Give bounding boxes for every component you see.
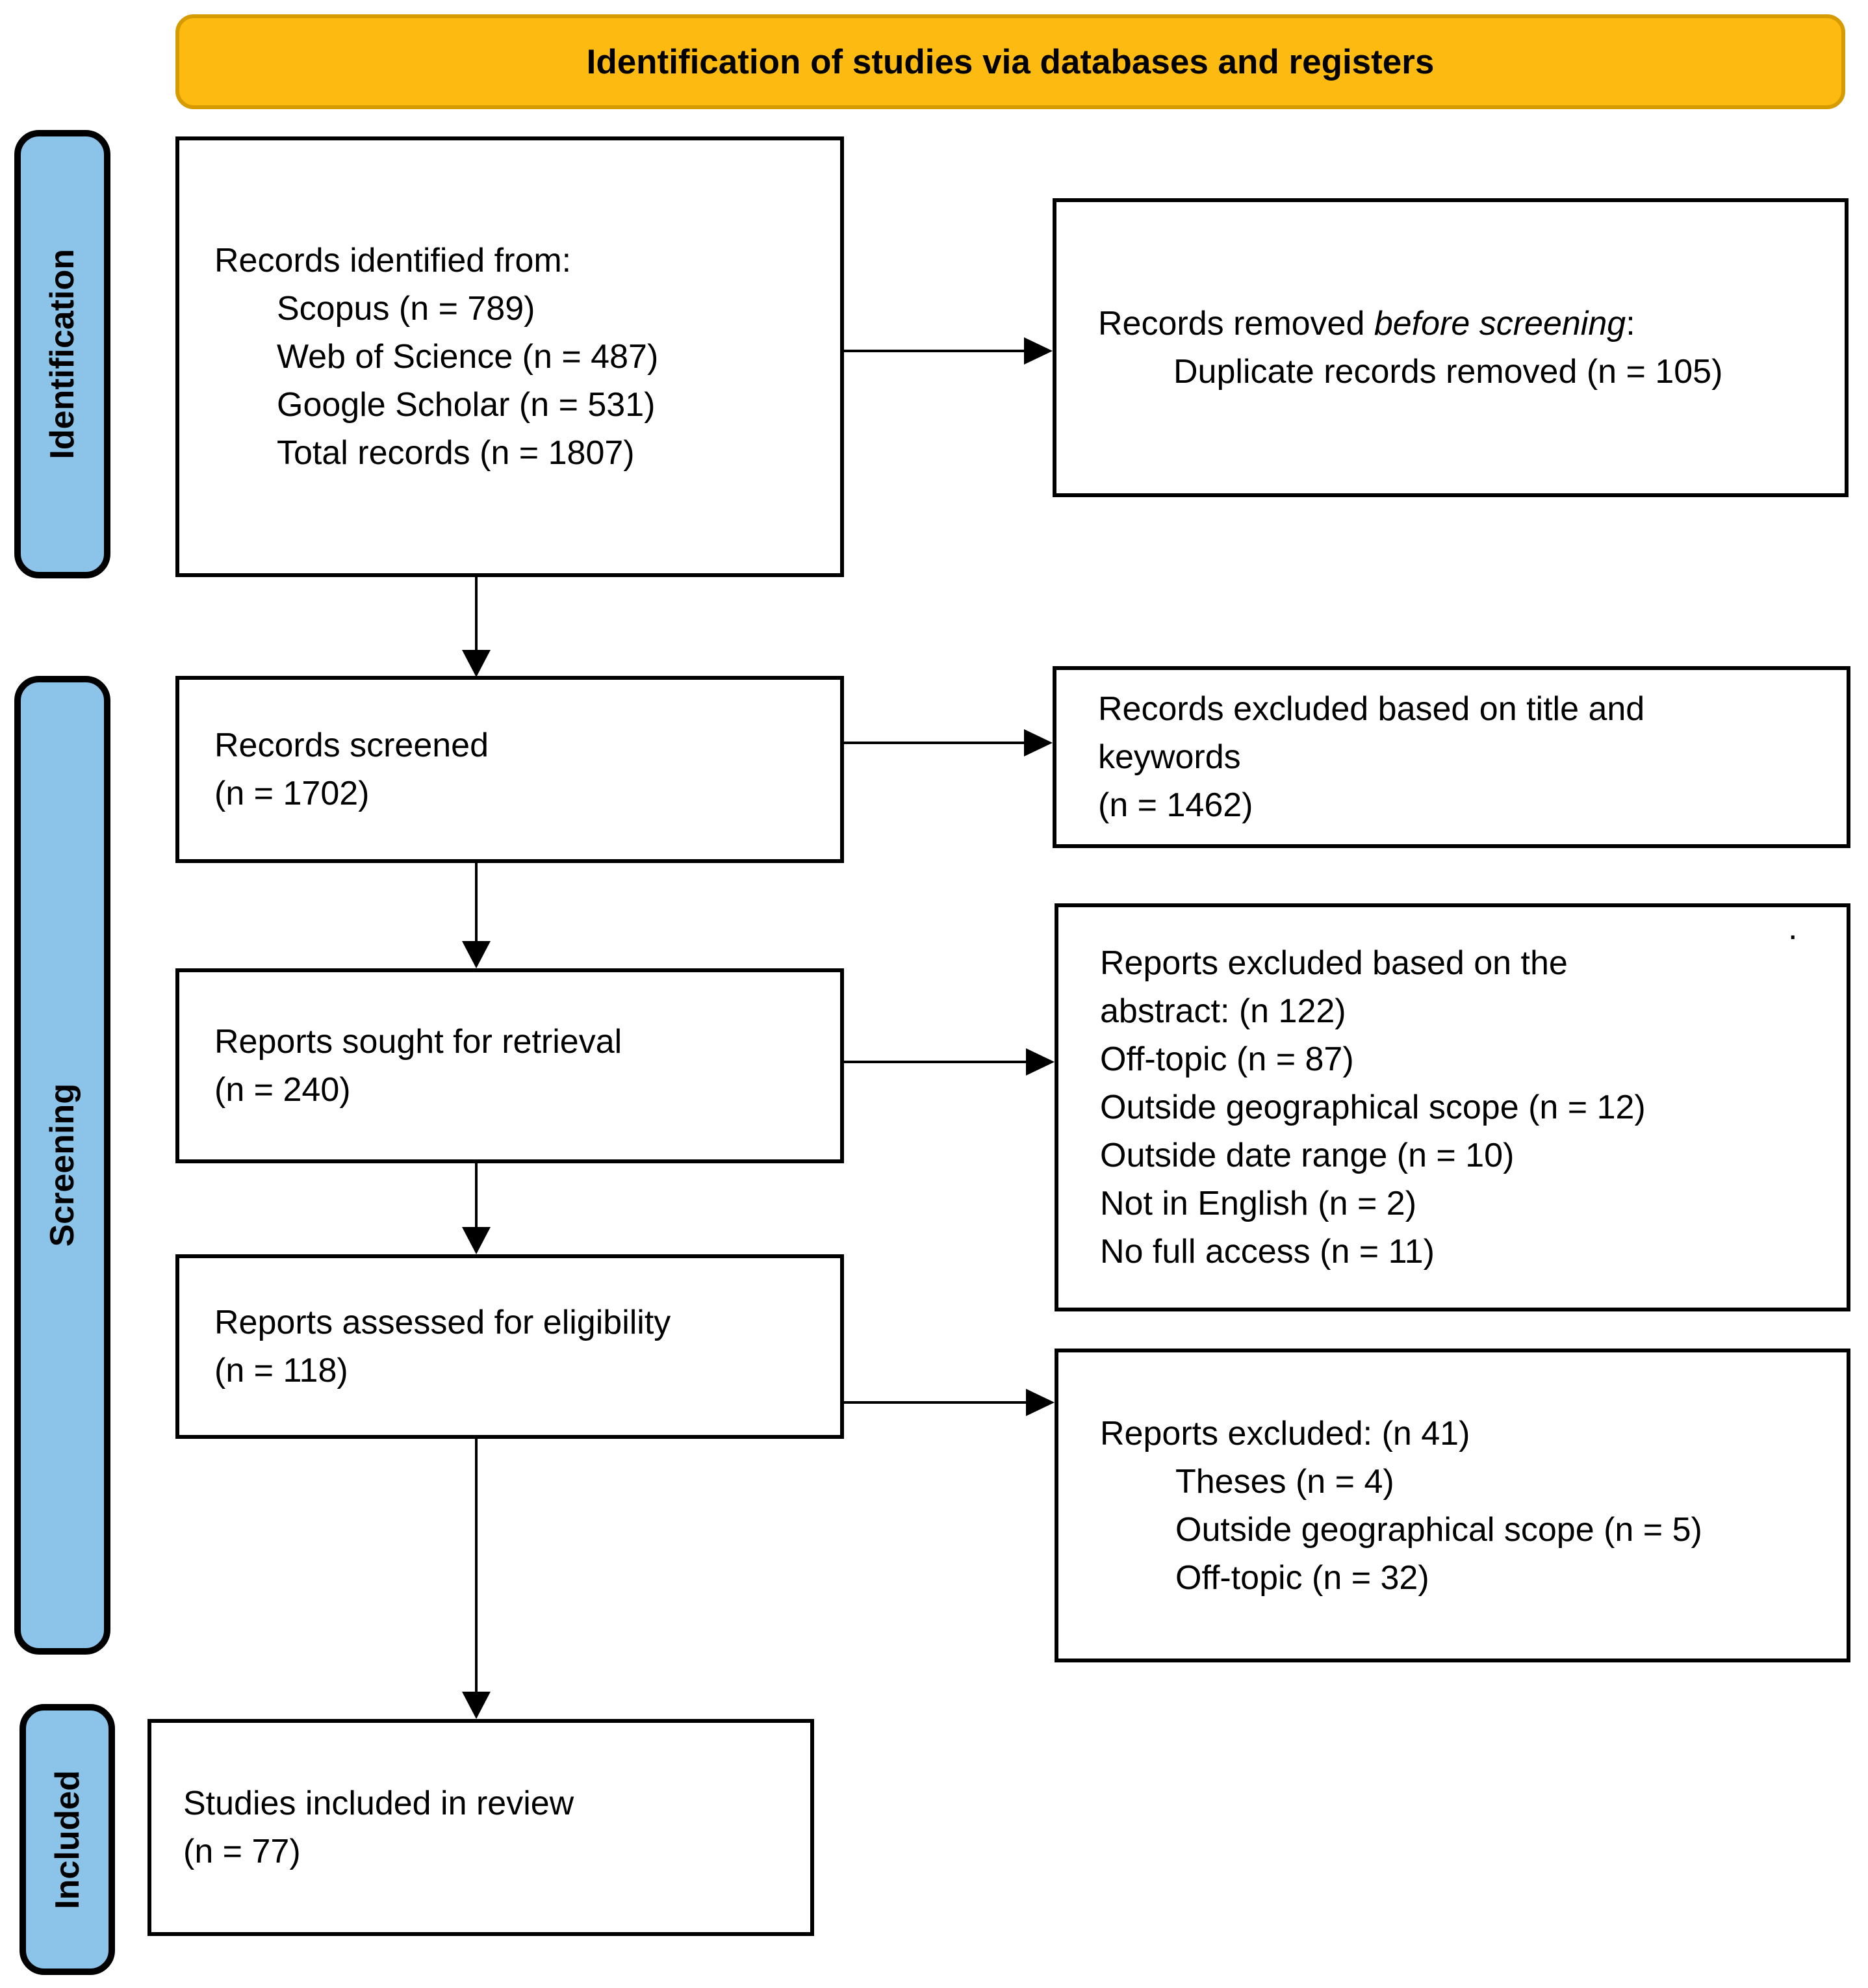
- records-removed-title-suffix: :: [1626, 305, 1635, 342]
- excluded-fulltext-offtopic: Off-topic (n = 32): [1175, 1558, 1429, 1597]
- stage-identification: Identification: [14, 130, 110, 578]
- records-removed-title-italic: before screening: [1374, 305, 1626, 342]
- reports-excluded-abstract-box: Reports excluded based on the abstract: …: [1055, 903, 1850, 1311]
- records-removed-title-prefix: Records removed: [1098, 305, 1374, 342]
- excluded-abstract-offtopic: Off-topic (n = 87): [1100, 1040, 1354, 1078]
- source-scopus: Scopus (n = 789): [277, 290, 535, 328]
- excluded-abstract-noaccess: No full access (n = 11): [1100, 1233, 1435, 1271]
- duplicates-removed: Duplicate records removed (n = 105): [1173, 353, 1723, 391]
- records-identified-box: Records identified from: Scopus (n = 789…: [175, 136, 844, 577]
- studies-included-box: Studies included in review (n = 77): [147, 1719, 814, 1936]
- excluded-abstract-line2: abstract: (n 122): [1100, 992, 1346, 1030]
- excluded-abstract-line1: Reports excluded based on the: [1100, 944, 1568, 982]
- records-excluded-title-keywords-box: Records excluded based on title and keyw…: [1053, 666, 1850, 848]
- arrowhead-down-icon: [462, 1692, 491, 1719]
- stage-included-label: Included: [48, 1770, 86, 1909]
- reports-assessed-box: Reports assessed for eligibility (n = 11…: [175, 1254, 844, 1439]
- excluded-abstract-geoscope: Outside geographical scope (n = 12): [1100, 1089, 1646, 1126]
- reports-assessed-label: Reports assessed for eligibility: [214, 1304, 671, 1341]
- arrowhead-down-icon: [462, 650, 491, 677]
- reports-excluded-fulltext-box: Reports excluded: (n 41) Theses (n = 4) …: [1055, 1349, 1850, 1662]
- arrow-screened-to-excluded-line: [844, 742, 1025, 744]
- records-screened-box: Records screened (n = 1702): [175, 676, 844, 863]
- stage-included: Included: [19, 1704, 115, 1975]
- arrowhead-right-icon: [1026, 1048, 1055, 1076]
- stray-mark: .: [1788, 909, 1798, 947]
- stage-screening: Screening: [14, 676, 110, 1655]
- arrow-screened-to-sought-line: [475, 863, 478, 942]
- banner-title: Identification of studies via databases …: [586, 42, 1435, 81]
- records-screened-label: Records screened: [214, 727, 489, 764]
- banner: Identification of studies via databases …: [175, 14, 1845, 109]
- arrow-assessed-to-excluded-line: [844, 1401, 1027, 1404]
- excluded-title-line2: keywords: [1098, 738, 1241, 776]
- arrowhead-right-icon: [1024, 729, 1053, 756]
- records-removed-box: Records removed before screening: Duplic…: [1053, 198, 1849, 497]
- stage-screening-label: Screening: [44, 1083, 81, 1247]
- arrow-sought-to-excluded-line: [844, 1061, 1027, 1063]
- arrow-sought-to-assessed-line: [475, 1163, 478, 1228]
- arrowhead-down-icon: [462, 941, 491, 968]
- arrowhead-down-icon: [462, 1227, 491, 1254]
- reports-assessed-count: (n = 118): [214, 1352, 348, 1389]
- excluded-fulltext-geoscope: Outside geographical scope (n = 5): [1175, 1510, 1702, 1549]
- reports-sought-label: Reports sought for retrieval: [214, 1023, 622, 1061]
- arrow-assessed-to-included-line: [475, 1439, 478, 1693]
- reports-sought-count: (n = 240): [214, 1071, 351, 1109]
- arrowhead-right-icon: [1026, 1389, 1055, 1416]
- stage-identification-label: Identification: [44, 249, 81, 459]
- records-screened-count: (n = 1702): [214, 775, 370, 812]
- studies-included-count: (n = 77): [183, 1833, 301, 1870]
- excluded-title-line1: Records excluded based on title and: [1098, 690, 1645, 728]
- excluded-abstract-daterange: Outside date range (n = 10): [1100, 1137, 1515, 1174]
- records-identified-title: Records identified from:: [214, 242, 572, 279]
- arrow-identified-to-screened-line: [475, 577, 478, 651]
- excluded-fulltext-title: Reports excluded: (n 41): [1100, 1414, 1470, 1452]
- source-web-of-science: Web of Science (n = 487): [277, 338, 659, 376]
- source-google-scholar: Google Scholar (n = 531): [277, 386, 656, 424]
- excluded-abstract-language: Not in English (n = 2): [1100, 1185, 1417, 1222]
- excluded-fulltext-theses: Theses (n = 4): [1175, 1462, 1394, 1501]
- arrowhead-right-icon: [1024, 337, 1053, 365]
- excluded-title-count: (n = 1462): [1098, 786, 1253, 824]
- reports-sought-box: Reports sought for retrieval (n = 240): [175, 968, 844, 1163]
- records-removed-title: Records removed before screening:: [1098, 300, 1635, 348]
- studies-included-label: Studies included in review: [183, 1785, 574, 1822]
- arrow-identified-to-removed-line: [844, 350, 1025, 352]
- source-total-records: Total records (n = 1807): [277, 434, 635, 472]
